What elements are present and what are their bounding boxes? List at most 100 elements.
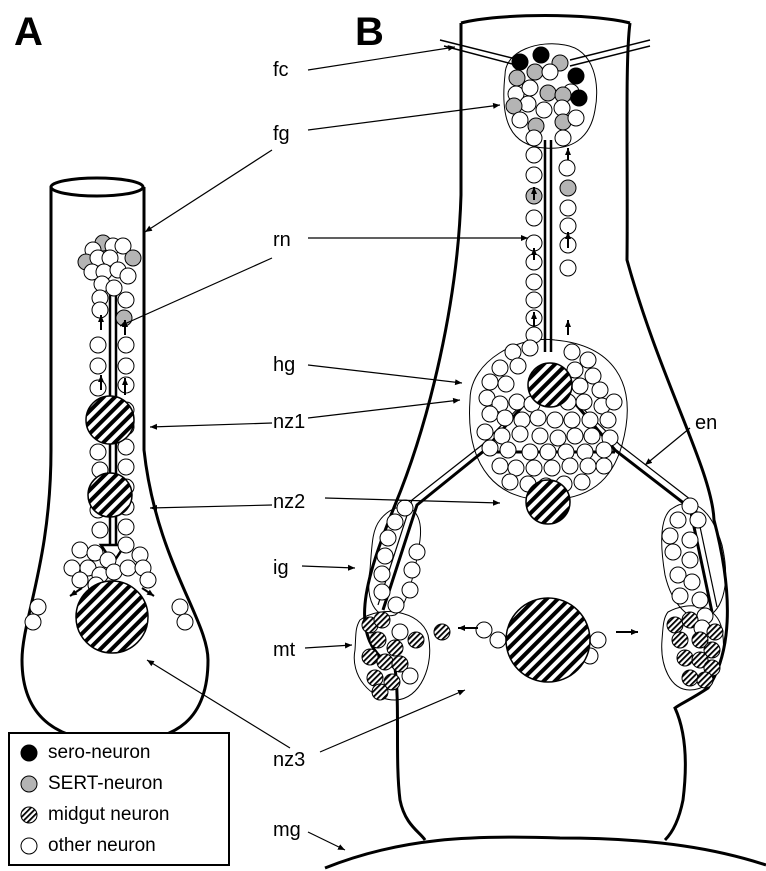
neuron-cell [596, 442, 612, 458]
neuron-cell [522, 444, 538, 460]
neuron-cell [567, 428, 583, 444]
neuron-cell [682, 532, 698, 548]
neuron-cell [118, 292, 134, 308]
leader-mg [308, 832, 345, 850]
neuron-cell [530, 410, 546, 426]
legend-item-sero: sero-neuron [20, 740, 150, 766]
neuron-cell [558, 444, 574, 460]
neuron-cell [550, 430, 566, 446]
midgut-neuron-large [526, 480, 570, 524]
leader-fg-b [308, 105, 500, 130]
neuron-cell [542, 64, 558, 80]
midgut-neuron-large [528, 363, 572, 407]
neuron-cell [502, 474, 518, 490]
legend-label: midgut neuron [48, 804, 169, 826]
leader-fg-a [145, 150, 272, 232]
legend-label: other neuron [48, 835, 156, 857]
neuron-cell [514, 412, 530, 428]
neuron-cell [527, 64, 543, 80]
neuron-cell [564, 412, 580, 428]
neuron-cell [106, 280, 122, 296]
label-ig: ig [273, 558, 289, 578]
neuron-cell [571, 90, 587, 106]
neuron-cell [590, 632, 606, 648]
neuron-cell [520, 96, 536, 112]
neuron-cell [526, 460, 542, 476]
neuron-cell [374, 584, 390, 600]
neuron-cell [125, 250, 141, 266]
legend-item-other: other neuron [20, 833, 156, 859]
neuron-cell [540, 85, 556, 101]
neuron-cell [482, 440, 498, 456]
neuron-cell [662, 528, 678, 544]
neuron-cell [90, 444, 106, 460]
midgut-neuron-symbol-icon [20, 806, 38, 824]
neuron-cell [509, 70, 525, 86]
neuron-cell [118, 459, 134, 475]
midgut-neuron-large [76, 581, 148, 653]
leader-mt [305, 645, 352, 648]
neuron-cell [562, 458, 578, 474]
neuron-cell [522, 80, 538, 96]
sero-neuron-symbol-icon [20, 744, 38, 762]
neuron-cell [492, 458, 508, 474]
neuron-cell [402, 582, 418, 598]
neuron-cell [476, 622, 492, 638]
neuron-cell [606, 394, 622, 410]
neuron-cell [690, 512, 706, 528]
neuron-cell [540, 444, 556, 460]
label-hg: hg [273, 355, 295, 375]
neuron-cell [409, 544, 425, 560]
neuron-cell [377, 548, 393, 564]
neuron-cell [492, 360, 508, 376]
legend-label: SERT-neuron [48, 773, 163, 795]
neuron-cell [434, 624, 450, 640]
neuron-cell [526, 147, 542, 163]
neuron-cell [482, 406, 498, 422]
neuron-cell [672, 632, 688, 648]
neuron-cell [374, 612, 390, 628]
neuron-cell [670, 512, 686, 528]
neuron-cell [568, 68, 584, 84]
neuron-cell [592, 382, 608, 398]
neuron-cell [377, 654, 393, 670]
neuron-cell [682, 498, 698, 514]
panel-a-label: A [14, 10, 43, 55]
neuron-cell [372, 684, 388, 700]
sert-neuron-symbol-icon [20, 775, 38, 793]
neuron-cell [600, 412, 616, 428]
midgut-neuron-large [86, 396, 134, 444]
leader-nz2-a [150, 505, 272, 508]
label-mt: mt [273, 640, 295, 660]
neuron-cell [370, 632, 386, 648]
neuron-cell [532, 428, 548, 444]
label-nz3: nz3 [273, 750, 305, 770]
neuron-cell [374, 566, 390, 582]
neuron-cell [482, 374, 498, 390]
neuron-cell [500, 442, 516, 458]
neuron-cell [392, 624, 408, 640]
neuron-cell [509, 394, 525, 410]
neuron-cell [544, 460, 560, 476]
flow-arrow [142, 588, 154, 596]
neuron-cell [30, 599, 46, 615]
neuron-cell [582, 412, 598, 428]
neuron-cell [512, 426, 528, 442]
leader-nz1-b [308, 400, 460, 418]
neuron-cell [580, 458, 596, 474]
neuron-cell [177, 614, 193, 630]
neuron-cell [526, 274, 542, 290]
neuron-cell [404, 562, 420, 578]
leader-nz3-b [320, 690, 465, 752]
midgut-neuron-large [506, 598, 590, 682]
neuron-cell [596, 458, 612, 474]
label-mg: mg [273, 820, 301, 840]
midgut-neuron-large [88, 473, 132, 517]
neuron-cell [90, 358, 106, 374]
neuron-cell [585, 368, 601, 384]
label-nz2: nz2 [273, 492, 305, 512]
neuron-cell [560, 218, 576, 234]
neuron-cell [580, 352, 596, 368]
neuron-cell [672, 588, 688, 604]
neuron-cell [387, 514, 403, 530]
